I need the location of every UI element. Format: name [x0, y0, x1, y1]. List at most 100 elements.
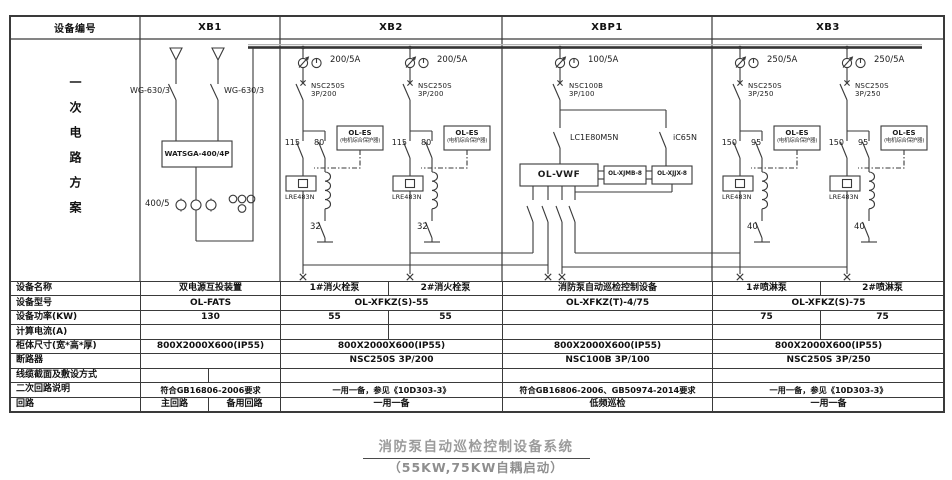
row-label: 断路器: [10, 353, 141, 369]
table-cell: 75: [820, 309, 946, 326]
header-col-xb2: XB2: [379, 22, 403, 33]
table-cell: [712, 324, 822, 340]
table-row: 设备型号 OL-FATS OL-XFKZ(S)-55 OL-XFKZ(T)-4/…: [10, 295, 946, 311]
table-row: 柜体尺寸(宽*高*厚) 800X2000X600(IP55) 800X2000X…: [10, 338, 946, 355]
xb2-protector-sub: (电机综合保护器): [339, 138, 381, 144]
row-label: 设备功率(KW): [10, 309, 141, 326]
table-cell: 符合GB16806-2006、GB50974-2014要求: [502, 382, 714, 398]
table-cell: [388, 324, 504, 340]
table-row: 断路器 NSC250S 3P/200 NSC100B 3P/100 NSC250…: [10, 353, 946, 369]
xb3-bottom-contact2-label: 40: [854, 222, 865, 232]
xb3-breaker-label-2: 3P/250: [748, 90, 774, 98]
primary-circuit-scheme-label: 一次电路方案: [68, 76, 82, 226]
table-cell: 一用一备，参见《10D303-3》: [712, 382, 946, 398]
xb2-breaker-label-1: NSC250S: [311, 82, 345, 90]
table-cell: 2#消火栓泵: [388, 280, 504, 297]
xbp1-inspection-vfd-label: OL-VWF: [537, 170, 581, 180]
xb2-star-contact-label: 80: [314, 138, 325, 147]
xbp1-breaker-label-1: NSC100B: [569, 82, 604, 90]
table-cell: [820, 324, 946, 340]
xb1-switch-right-label: WG-630/3: [224, 86, 265, 95]
table-cell: 1#消火栓泵: [280, 280, 390, 297]
xb1-ats-model-label: WATSGA-400/4P: [164, 149, 230, 158]
table-cell: NSC100B 3P/100: [502, 353, 714, 369]
table-cell: 55: [388, 309, 504, 326]
xb3-pump2-branch: [829, 45, 928, 281]
table-cell: [139, 324, 282, 340]
xbp1-contactor-label: LC1E80M5N: [570, 133, 619, 142]
table-cell: NSC250S 3P/200: [280, 353, 504, 369]
xb1-switch-left-label: WG-630/3: [129, 86, 170, 95]
table-cell: 低频巡检: [502, 396, 714, 412]
table-cell: 800X2000X600(IP55): [139, 338, 282, 355]
table-cell: 主回路: [140, 396, 209, 412]
xb2-pump2-branch: [392, 45, 491, 281]
xb2-ct-label: 200/5A: [330, 55, 361, 65]
xb2-protector2-sub: (电机综合保护器): [446, 138, 488, 144]
xbp1-circuit: [303, 45, 847, 281]
row-label: 计算电流(A): [10, 324, 141, 340]
table-cell: OL-XFKZ(S)-55: [280, 295, 504, 311]
row-label: 设备名称: [10, 280, 141, 297]
row-label: 线缆截面及敷设方式: [10, 367, 141, 384]
table-row: 计算电流(A): [10, 324, 946, 340]
xb2-pump1-branch: [285, 45, 384, 281]
xb3-breaker2-label-2: 3P/250: [855, 90, 881, 98]
table-cell: [502, 324, 714, 340]
xb3-main-contact2-label: 150: [828, 138, 844, 147]
row-label: 柜体尺寸(宽*高*厚): [10, 338, 141, 355]
table-cell: 800X2000X600(IP55): [502, 338, 714, 355]
xb2-protector-name: OL-ES: [348, 129, 372, 137]
table-cell: NSC250S 3P/250: [712, 353, 946, 369]
xbp1-module-left-label: OL-XJMB-8: [608, 171, 642, 177]
table-cell: OL-XFKZ(T)-4/75: [502, 295, 714, 311]
xbp1-ct-label: 100/5A: [588, 55, 619, 65]
row-label: 二次回路说明: [10, 382, 141, 398]
xb2-bottom-contact-label: 32: [310, 222, 321, 232]
table-cell: [207, 367, 282, 384]
table-row: 设备功率(KW) 130 55 55 75 75: [10, 309, 946, 326]
xb3-protector2-sub: (电机综合保护器): [883, 138, 925, 144]
table-cell: OL-FATS: [139, 295, 282, 311]
busbar: [248, 43, 922, 49]
xbp1-module-right-label: OL-XJJX-8: [657, 171, 687, 177]
table-cell: [139, 353, 282, 369]
table-cell: 130: [139, 309, 282, 326]
xb2-bottom-contact2-label: 32: [417, 222, 428, 232]
table-cell: 一用一备: [712, 396, 946, 412]
row-label: 回路: [10, 396, 141, 412]
xb3-main-contact-label: 150: [721, 138, 737, 147]
xb2-breaker2-label-2: 3P/200: [418, 90, 444, 98]
table-cell: 55: [280, 309, 390, 326]
header-col-xbp1: XBP1: [591, 22, 623, 33]
table-cell: 消防泵自动巡检控制设备: [502, 280, 714, 297]
table-cell: 一用一备: [280, 396, 504, 412]
table-cell: [140, 367, 209, 384]
table-row: 线缆截面及敷设方式: [10, 367, 946, 384]
xb2-thermal-relay-label: LRE483N: [285, 193, 315, 201]
table-cell: 2#喷淋泵: [820, 280, 946, 297]
spec-table: 设备名称 双电源互投装置 1#消火栓泵 2#消火栓泵 消防泵自动巡检控制设备 1…: [10, 280, 946, 412]
table-cell: [712, 367, 946, 384]
xb2-breaker2-label-1: NSC250S: [418, 82, 452, 90]
xb3-thermal-relay-label: LRE483N: [722, 193, 752, 201]
xb3-star-contact2-label: 95: [858, 138, 869, 147]
header-device-no: 设备编号: [54, 24, 96, 35]
table-cell: 1#喷淋泵: [712, 280, 822, 297]
xb2-star-contact2-label: 80: [421, 138, 432, 147]
table-cell: 800X2000X600(IP55): [280, 338, 504, 355]
xb2-breaker-label-2: 3P/200: [311, 90, 337, 98]
drawing-title-text: 消防泵自动巡检控制设备系统: [362, 435, 590, 459]
xb1-ct-ratio-label: 400/5: [145, 199, 170, 209]
xb3-breaker-label-1: NSC250S: [748, 82, 782, 90]
table-cell: 一用一备，参见《10D303-3》: [280, 382, 504, 398]
xb2-ct-label-2: 200/5A: [437, 55, 468, 65]
xbp1-aux-breaker-label: iC65N: [673, 133, 697, 142]
table-row: 回路 主回路 备用回路 一用一备 低频巡检 一用一备: [10, 396, 946, 412]
xb3-thermal-relay2-label: LRE483N: [829, 193, 859, 201]
table-cell: [280, 367, 504, 384]
xb3-protector-sub: (电机综合保护器): [776, 138, 818, 144]
xb3-ct-label-2: 250/5A: [874, 55, 905, 65]
drawing-subtitle: （55KW,75KW自耦启动）: [388, 460, 564, 475]
